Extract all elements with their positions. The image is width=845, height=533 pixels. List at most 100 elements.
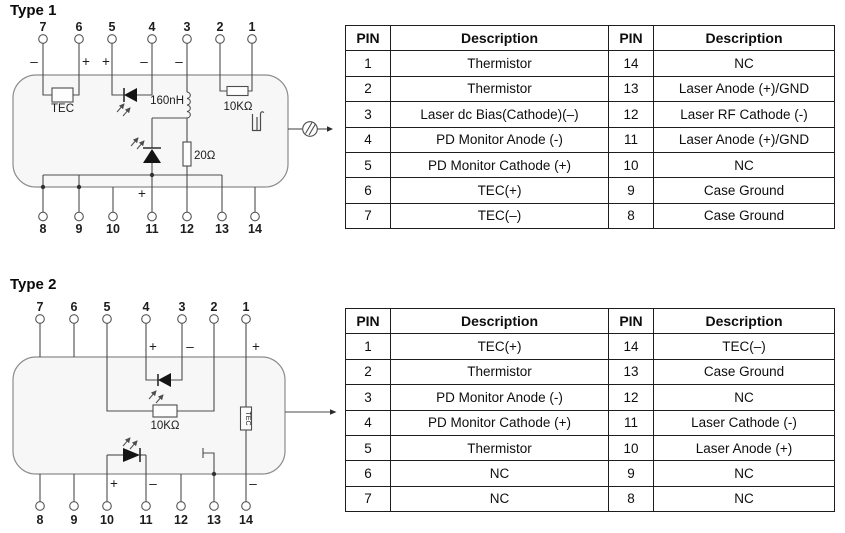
- table-cell: NC: [653, 460, 835, 487]
- wires: [39, 323, 330, 502]
- pin-terminal: [176, 501, 186, 511]
- table-cell: NC: [653, 384, 835, 411]
- pin-terminal: [69, 501, 79, 511]
- pin-label: 4: [149, 20, 156, 34]
- table-cell: 4: [345, 126, 391, 153]
- table-cell: Thermistor: [390, 358, 609, 386]
- table-cell: Laser Anode (+)/GND: [653, 126, 835, 153]
- table-cell: NC: [390, 485, 609, 513]
- polarity-mark: +: [102, 54, 110, 69]
- table-cell: TEC(+): [390, 177, 609, 204]
- column-header: PIN: [345, 307, 391, 335]
- table-cell: 12: [608, 101, 654, 128]
- table-cell: Laser Anode (+)/GND: [653, 75, 835, 103]
- pin-label: 11: [145, 222, 158, 236]
- column-header: PIN: [345, 24, 391, 52]
- column-header: Description: [390, 307, 609, 335]
- pin-label: 10: [106, 222, 120, 236]
- pin-label: 6: [71, 300, 78, 314]
- column-header: Description: [653, 307, 835, 335]
- column-header: PIN: [608, 24, 654, 52]
- table-cell: 12: [608, 384, 654, 411]
- table-cell: 10: [608, 434, 654, 462]
- thermistor-resistor-icon: [226, 85, 249, 97]
- polarity-mark: +: [138, 186, 146, 201]
- table-cell: PD Monitor Anode (-): [390, 384, 609, 411]
- pin-terminals: [35, 314, 251, 511]
- pin-label: 10: [100, 513, 114, 527]
- pin-label: 1: [243, 300, 250, 314]
- tec-box: [51, 87, 74, 103]
- package-outline: [12, 356, 286, 475]
- polarity-mark: –: [249, 476, 257, 491]
- table-cell: 10: [608, 151, 654, 179]
- table-cell: NC: [653, 50, 835, 77]
- pin-terminal: [247, 34, 257, 44]
- pin-label: 8: [40, 222, 47, 236]
- pin-label: 5: [109, 20, 116, 34]
- wires: [42, 43, 327, 212]
- table-cell: 13: [608, 358, 654, 386]
- table-cell: 7: [345, 202, 391, 230]
- table-cell: 4: [345, 409, 391, 436]
- polarity-mark: –: [30, 54, 38, 69]
- pin-label: 2: [217, 20, 224, 34]
- pin-label: 9: [71, 513, 78, 527]
- inductor-label: 160nH: [150, 95, 184, 107]
- pin-terminal: [38, 211, 48, 222]
- pin-label: 12: [174, 513, 188, 527]
- pin-numbers: 7 6 5 4 3 2 1 8 9 10 11 12 13 14: [40, 20, 262, 236]
- table-cell: 2: [345, 358, 391, 386]
- table-cell: TEC(–): [653, 333, 835, 360]
- polarity-mark: +: [252, 339, 260, 354]
- table-cell: 3: [345, 384, 391, 411]
- pin-terminal: [69, 314, 79, 324]
- pin-numbers: 7 6 5 4 3 2 1 8 9 10 11 12 13 14: [37, 300, 253, 527]
- pin-label: 12: [180, 222, 194, 236]
- isolator-icon: [251, 111, 265, 132]
- table-cell: 5: [345, 434, 391, 462]
- package-outline: [12, 74, 289, 188]
- table-cell: Thermistor: [390, 434, 609, 462]
- column-header: Description: [653, 24, 835, 52]
- table-cell: 13: [608, 75, 654, 103]
- table-cell: 6: [345, 460, 391, 487]
- pin-label: 7: [37, 300, 44, 314]
- table-cell: Thermistor: [390, 75, 609, 103]
- pin-terminal: [107, 34, 117, 44]
- pin-terminal: [74, 211, 84, 222]
- polarity-mark: –: [140, 54, 148, 69]
- table-cell: NC: [390, 460, 609, 487]
- pin-label: 1: [249, 20, 256, 34]
- pin-terminal: [209, 314, 219, 324]
- table-cell: Case Ground: [653, 202, 835, 230]
- pin-label: 3: [184, 20, 191, 34]
- table-cell: 9: [608, 460, 654, 487]
- pin-label: 13: [215, 222, 229, 236]
- pin-terminal: [74, 34, 84, 44]
- inductor-icon: [186, 91, 191, 119]
- pin-terminal: [217, 211, 227, 222]
- table-cell: 11: [608, 409, 654, 436]
- table-cell: TEC(–): [390, 202, 609, 230]
- table-cell: Laser Cathode (-): [653, 409, 835, 436]
- table-cell: TEC(+): [390, 333, 609, 360]
- pin-label: 8: [37, 513, 44, 527]
- junction-dot: [211, 471, 217, 477]
- table-cell: Laser RF Cathode (-): [653, 101, 835, 128]
- table-cell: 7: [345, 485, 391, 513]
- tec-label: TEC: [51, 103, 74, 115]
- table-cell: 9: [608, 177, 654, 204]
- table-cell: 5: [345, 151, 391, 179]
